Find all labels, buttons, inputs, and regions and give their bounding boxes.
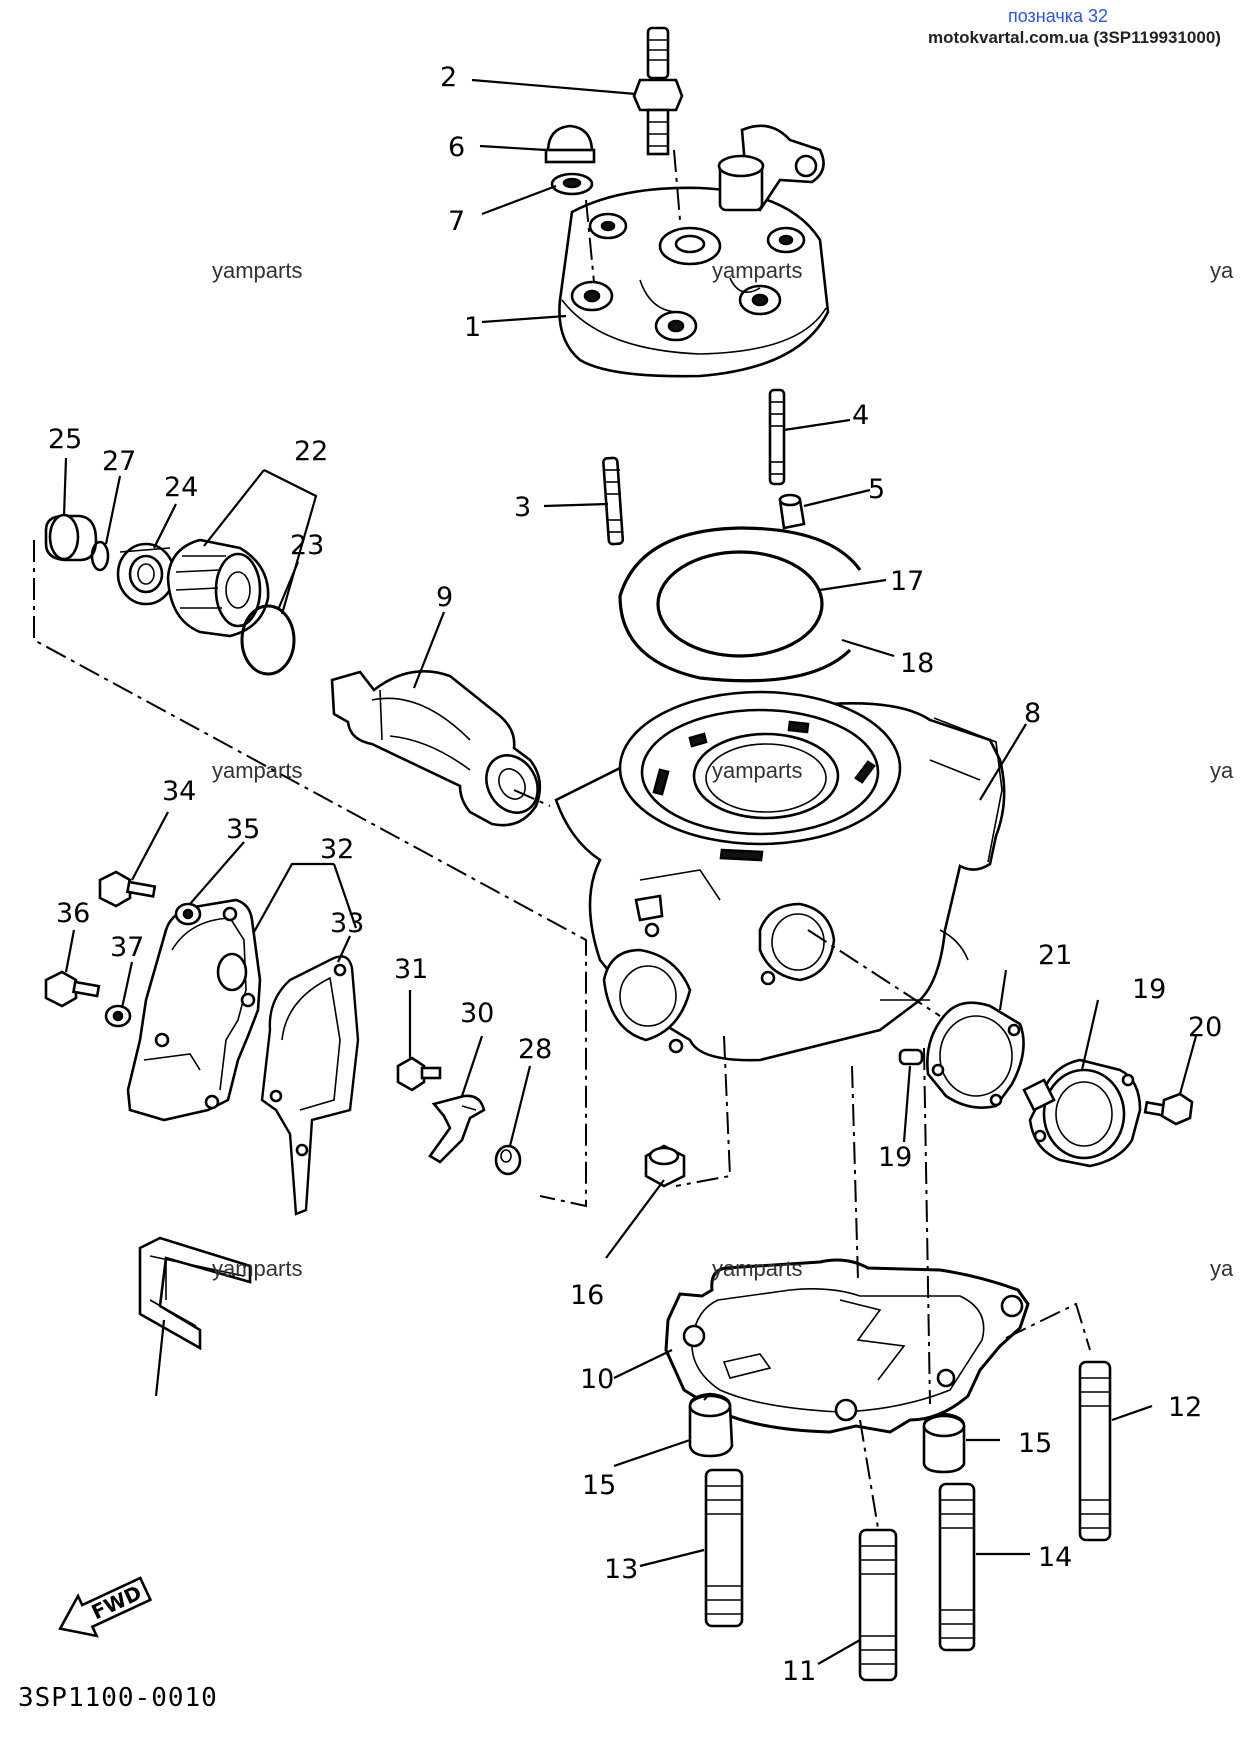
header-title: позначка 32	[1008, 6, 1109, 26]
callout-1: 1	[464, 312, 481, 343]
callout-33: 34	[162, 776, 196, 807]
stud-11-part	[858, 1528, 898, 1682]
callout-10: 10	[580, 1364, 614, 1395]
callout-20: 19	[878, 1142, 912, 1173]
washer-36-part	[104, 1004, 132, 1028]
o-ring-24-part	[240, 604, 296, 676]
cap-nut-part	[544, 124, 596, 164]
callout-6: 6	[448, 132, 465, 163]
cover-31-part	[126, 898, 262, 1122]
stud-13-part	[704, 1468, 744, 1628]
head-gasket-part	[618, 526, 862, 683]
collar-5-part	[778, 493, 806, 530]
callout-11: 11	[782, 1656, 816, 1687]
bolt-30-part	[396, 1056, 442, 1092]
base-gasket-part	[664, 1258, 1030, 1434]
callout-28: 27	[102, 446, 136, 477]
callout-23: 22	[294, 436, 328, 467]
fwd-arrow: FWD	[58, 1576, 153, 1638]
watermark: yamparts	[712, 758, 803, 783]
stud-12-part	[1078, 1360, 1112, 1542]
collar-27-part	[494, 1144, 522, 1176]
dowel-15b-part	[922, 1412, 966, 1474]
callout-8: 8	[1024, 698, 1041, 729]
bolt-21-part	[1143, 1092, 1194, 1126]
cylinder-head-part	[558, 124, 830, 378]
callout-24: 23	[290, 530, 324, 561]
callout-32: 33	[330, 908, 364, 939]
callout-18: 18	[900, 648, 934, 679]
callout-26: 25	[48, 424, 82, 455]
callout-7: 7	[448, 206, 465, 237]
stud-14-part	[938, 1482, 976, 1652]
watermark: yamparts	[712, 258, 803, 283]
diagram-code: 3SP1100-0010	[18, 1683, 218, 1713]
header-subtitle: motokvartal.com.ua (3SP119931000)	[928, 28, 1221, 47]
callout-15a: 15	[582, 1470, 616, 1501]
dowel-15a-part	[688, 1392, 734, 1458]
fwd-label: FWD	[88, 1580, 146, 1624]
callout-13: 13	[604, 1554, 638, 1585]
callout-29: 30	[460, 998, 494, 1029]
callout-31: 32	[320, 834, 354, 865]
callout-17: 17	[890, 566, 924, 597]
guide-37-part	[138, 1236, 252, 1351]
callout-36: 37	[110, 932, 144, 963]
o-ring-28-part	[90, 540, 110, 572]
gasket-22-part	[926, 1001, 1025, 1109]
washer-34-part	[174, 902, 202, 926]
bearing-25-part	[116, 542, 176, 606]
stud-bolt-4-part	[768, 388, 786, 486]
gasket-32-part	[260, 955, 360, 1216]
watermark: yamparts	[212, 758, 303, 783]
callout-9: 9	[436, 582, 453, 613]
watermark: yamparts	[212, 1256, 303, 1281]
callout-16: 16	[570, 1280, 604, 1311]
bolt-35-part	[44, 970, 101, 1008]
assembly-lines	[33, 149, 1091, 1529]
callout-15b: 15	[1018, 1428, 1052, 1459]
dowel-20-part	[898, 1048, 924, 1066]
leader-lines	[62, 78, 1198, 1665]
watermark: yamparts	[212, 258, 303, 283]
pulley-23-part	[166, 538, 270, 638]
watermark: ya	[1210, 1256, 1234, 1281]
callout-27: 28	[518, 1034, 552, 1065]
callout-2: 2	[440, 62, 457, 93]
callout-labels: 2 6 7 1 4 3 5 17 18 8 9 25 27 24 22 23 3…	[48, 62, 1222, 1687]
callout-21: 20	[1188, 1012, 1222, 1043]
callout-3: 3	[514, 492, 531, 523]
watermark: ya	[1210, 758, 1234, 783]
bolt-33-part	[98, 870, 157, 908]
watermark: yamparts	[712, 1256, 803, 1281]
callout-4: 4	[852, 400, 869, 431]
callout-25: 24	[164, 472, 198, 503]
stud-bolt-3-part	[602, 456, 625, 546]
callout-30: 31	[394, 954, 428, 985]
callout-35: 36	[56, 898, 90, 929]
washer-part	[550, 172, 594, 196]
fork-29-part	[428, 1094, 486, 1164]
cylinder-part	[554, 690, 1006, 1062]
exhaust-valve-part	[330, 670, 542, 827]
spark-plug-part	[632, 26, 684, 156]
cover-19-part	[1022, 1058, 1142, 1168]
collar-26-part	[44, 513, 98, 562]
callout-34: 35	[226, 814, 260, 845]
callout-22: 21	[1038, 940, 1072, 971]
callout-5: 5	[868, 474, 885, 505]
watermark: ya	[1210, 258, 1234, 283]
nut-16-part	[644, 1144, 686, 1188]
callout-19: 19	[1132, 974, 1166, 1005]
callout-12: 12	[1168, 1392, 1202, 1423]
callout-14: 14	[1038, 1542, 1072, 1573]
